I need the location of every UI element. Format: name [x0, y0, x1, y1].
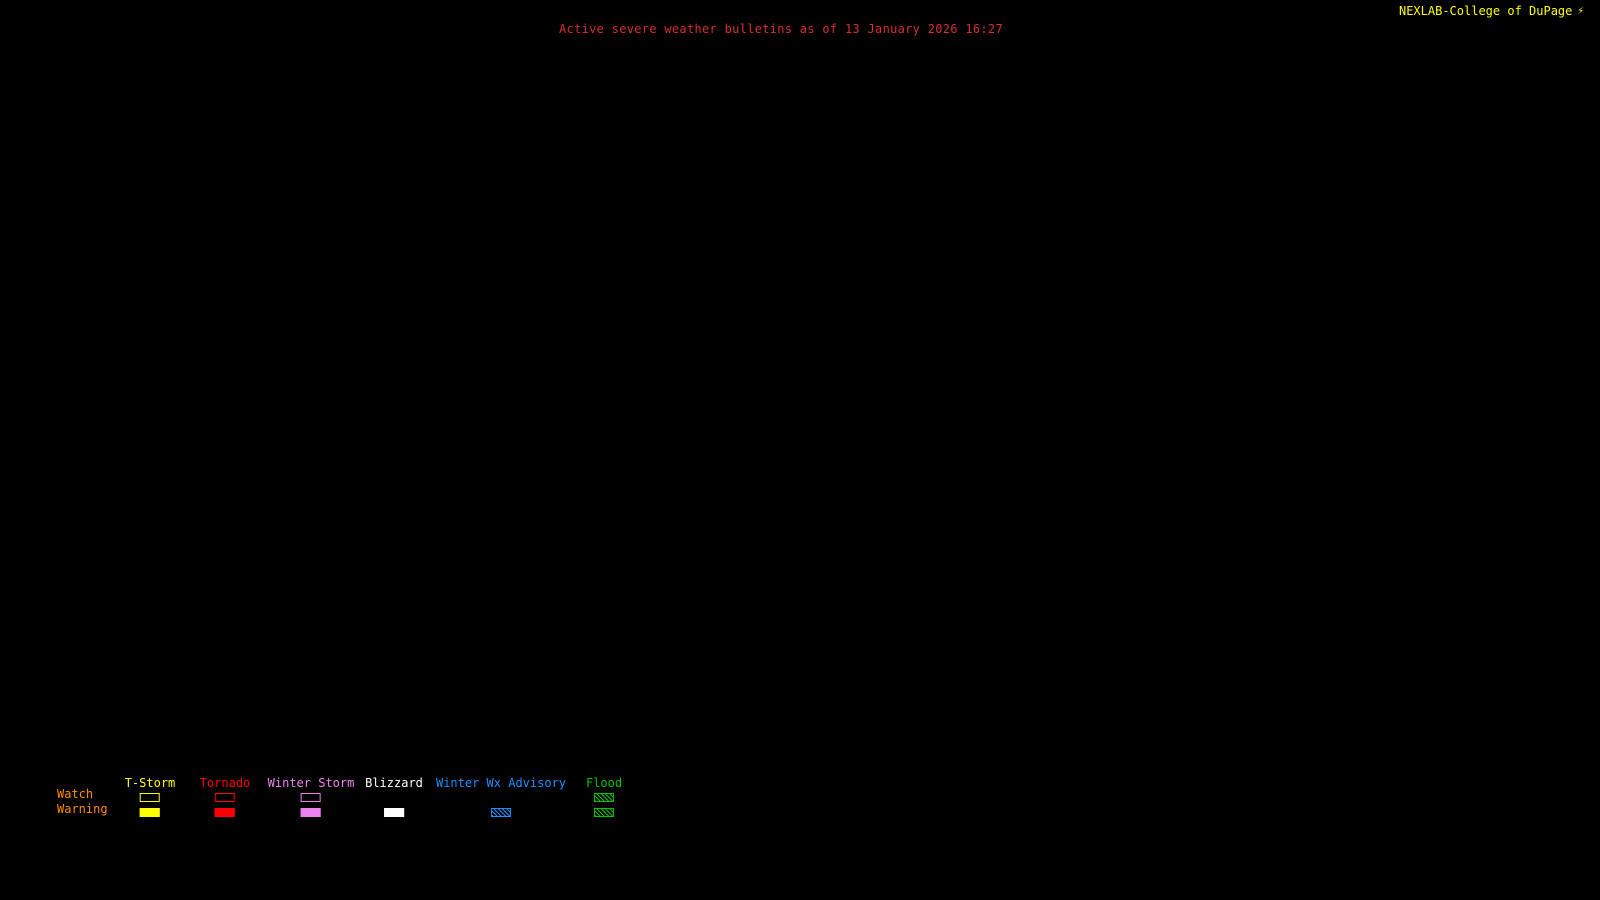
tornado-warning-swatch	[214, 808, 235, 817]
legend-watch-label: Watch	[57, 787, 94, 801]
page-title: Active severe weather bulletins as of 13…	[559, 22, 1003, 36]
legend-header-winter-storm: Winter Storm	[267, 776, 355, 790]
winter-wx-advisory-warning-swatch	[490, 808, 511, 817]
flood-watch-swatch	[594, 793, 614, 802]
blizzard-warning-swatch	[383, 808, 404, 817]
tornado-watch-swatch	[214, 793, 235, 802]
legend-warning-label: Warning	[57, 802, 108, 816]
flood-warning-swatch	[594, 808, 614, 817]
legend-column-winter-storm: Winter Storm	[267, 776, 355, 820]
legend-header-blizzard: Blizzard	[365, 776, 423, 790]
legend-header-tornado: Tornado	[199, 776, 251, 790]
legend-column-blizzard: Blizzard	[365, 777, 423, 820]
brand: NEXLAB-College of DuPage ⚡	[1399, 4, 1584, 18]
legend-column-flood: Flood	[586, 777, 622, 820]
legend-column-winter-wx-advisory: Winter Wx Advisory	[436, 777, 566, 820]
winter-storm-warning-swatch	[300, 808, 321, 817]
legend-column-tornado: Tornado	[199, 776, 251, 820]
legend-header-flood: Flood	[585, 776, 623, 790]
winter-storm-watch-swatch	[300, 793, 321, 802]
tstorm-warning-swatch	[139, 808, 160, 817]
legend-header-tstorm: T-Storm	[124, 776, 176, 790]
brand-text: NEXLAB-College of DuPage	[1398, 4, 1573, 18]
legend-header-winter-wx-advisory: Winter Wx Advisory	[435, 776, 567, 790]
tstorm-watch-swatch	[139, 793, 160, 802]
legend-column-tstorm: T-Storm	[124, 776, 176, 820]
nexlab-logo-icon: ⚡	[1577, 4, 1584, 17]
